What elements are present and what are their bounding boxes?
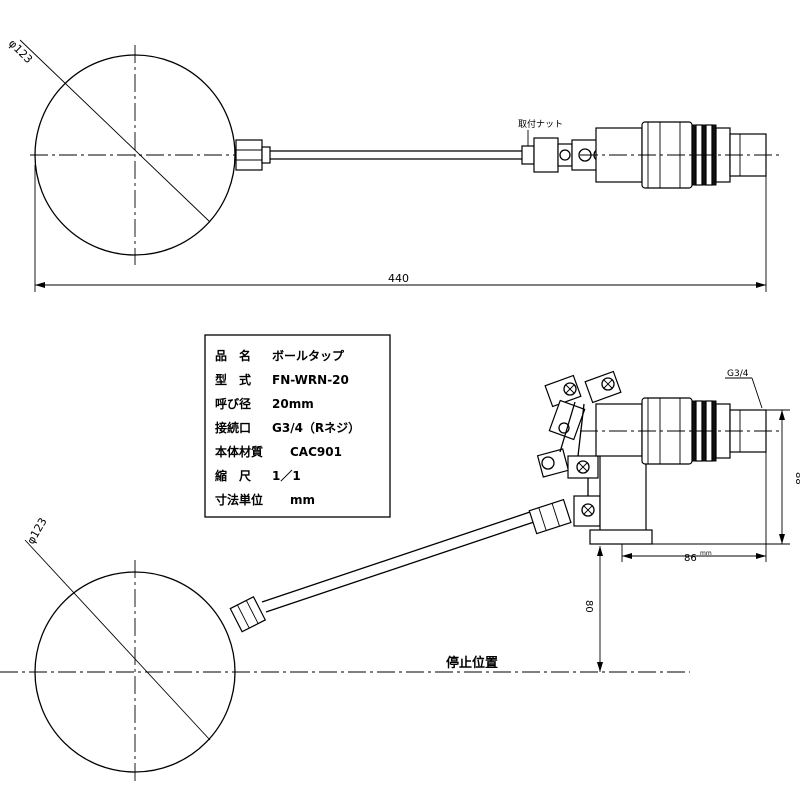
spec-row-4-value: CAC901 [290,445,342,459]
spec-row-0-key: 品 名 [215,348,251,363]
width-dim-unit: mm [700,550,712,557]
overall-length-label: 440 [388,272,409,285]
spec-row-2-value: 20mm [272,397,314,411]
side-float-rod [261,511,531,603]
height-dim-label: 88 [793,472,800,485]
side-view: 停止位置 φ123 [0,369,800,785]
top-view: φ123 取付ナット [6,37,782,292]
spec-row-2-key: 呼び径 [215,396,251,411]
side-ball-diameter-label: φ123 [24,516,49,547]
width-dim-label: 86 [684,553,697,564]
side-ball-diameter-leader [24,539,211,741]
spec-row-1-key: 型 式 [215,372,251,387]
spec-row-1-value: FN-WRN-20 [272,373,349,387]
spec-row-3-key: 接続口 [215,420,251,435]
spec-row-3-value: G3/4（Rネジ） [272,420,360,435]
spec-row-4-key: 本体材質 [215,444,263,459]
spec-row-5-key: 縮 尺 [215,468,251,483]
stop-position-label: 停止位置 [446,655,498,671]
spec-row-0-value: ボールタップ [272,348,345,363]
stop-height-label: 80 [583,600,594,613]
thread-label: G3/4 [727,369,749,379]
spec-row-5-value: 1／1 [272,468,301,483]
top-ball-diameter-leader [19,39,211,223]
top-nut-label: 取付ナット [518,119,563,130]
spec-table-frame [204,334,391,518]
spec-table: 品 名 ボールタップ 型 式 FN-WRN-20 呼び径 20mm 接続口 G3… [204,334,391,518]
top-ball-diameter-label: φ123 [6,37,35,66]
spec-row-6-value: mm [290,493,315,507]
spec-row-6-key: 寸法単位 [215,492,263,507]
